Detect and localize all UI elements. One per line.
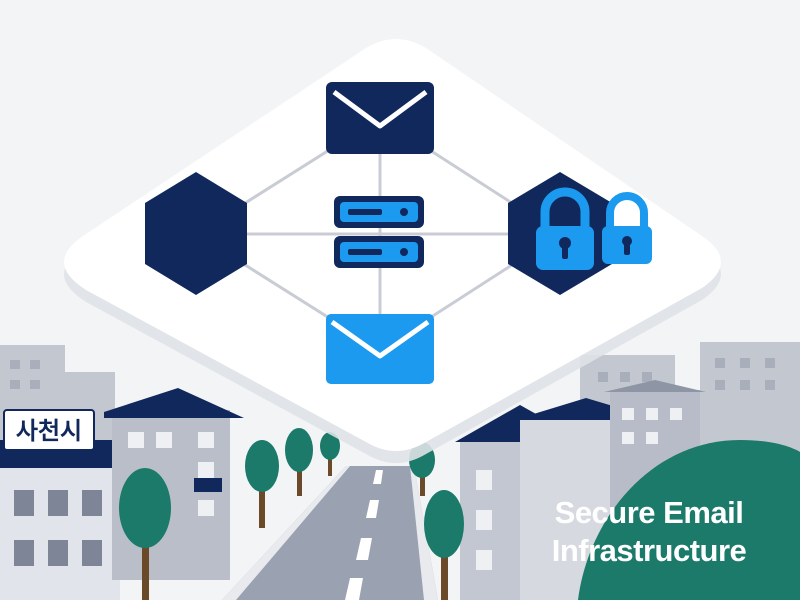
caption-line-2: Infrastructure: [551, 533, 747, 568]
envelope-icon: [326, 82, 434, 154]
hexagon-icon: [145, 172, 247, 295]
server-icon: [334, 196, 424, 268]
road: [222, 466, 438, 600]
envelope-icon: [326, 314, 434, 384]
caption-line-1: Secure Email: [554, 495, 744, 530]
lock-icon: [602, 192, 652, 264]
teal-hill: [578, 440, 800, 600]
city-sign: 사천시: [3, 409, 95, 468]
trees: [119, 428, 464, 600]
lock-icon: [536, 187, 594, 270]
city-sign-label: 사천시: [16, 417, 82, 445]
caption: Secure Email Infrastructure: [508, 494, 790, 570]
